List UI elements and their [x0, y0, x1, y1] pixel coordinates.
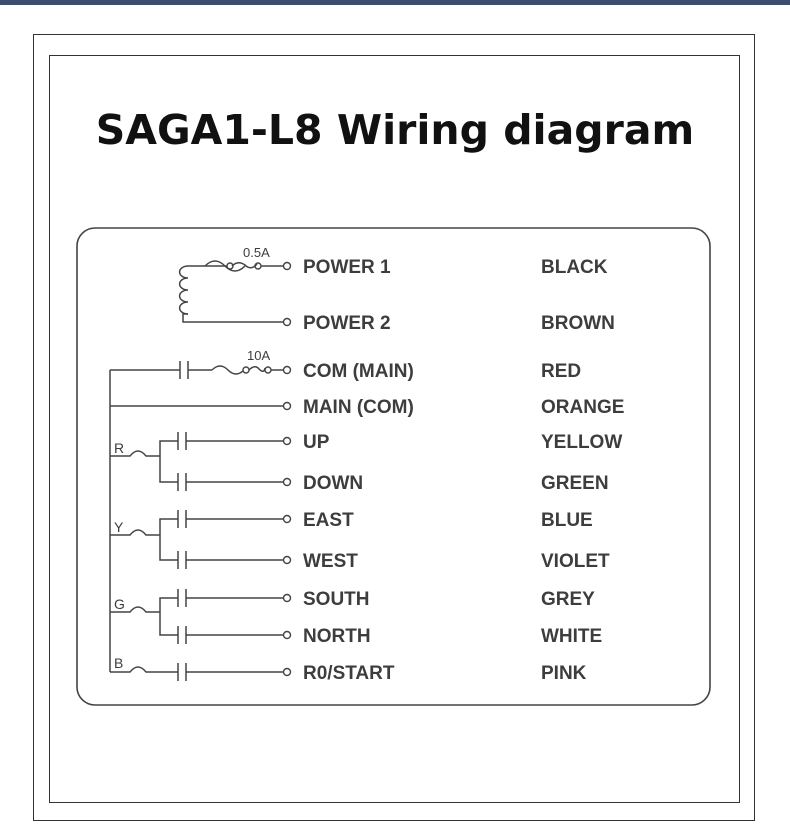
- wire-color-label: GREY: [541, 589, 595, 610]
- terminal-label: NORTH: [303, 626, 371, 647]
- terminal-label: SOUTH: [303, 589, 370, 610]
- terminal-label: WEST: [303, 551, 358, 572]
- fuse-label-main: 10A: [247, 348, 270, 363]
- wire-color-label: BLACK: [541, 257, 608, 278]
- fuse-symbol-power: [204, 260, 246, 272]
- top-rule: [0, 0, 790, 5]
- wire-color-label: RED: [541, 361, 581, 382]
- terminal-label: EAST: [303, 510, 354, 531]
- fuse-label-power: 0.5A: [243, 245, 270, 260]
- inner-frame: [49, 55, 740, 803]
- group-label-g: G: [114, 596, 125, 612]
- wire-color-label: ORANGE: [541, 397, 624, 418]
- diagram-title: SAGA1-L8 Wiring diagram: [95, 106, 695, 154]
- wire-color-label: BROWN: [541, 313, 615, 334]
- wire-color-label: VIOLET: [541, 551, 610, 572]
- group-b-switch: [110, 663, 283, 681]
- group-r-switch: [110, 432, 283, 491]
- terminal-label: POWER 2: [303, 313, 391, 334]
- terminal-points: [282, 261, 292, 677]
- terminal-label: R0/START: [303, 663, 395, 684]
- group-label-r: R: [114, 440, 124, 456]
- terminal-label: UP: [303, 432, 330, 453]
- group-y-switch: [110, 510, 283, 569]
- wire-color-label: YELLOW: [541, 432, 622, 453]
- group-label-b: B: [114, 655, 123, 671]
- terminal-label: COM (MAIN): [303, 361, 414, 382]
- group-g-switch: [110, 589, 283, 644]
- wire-color-label: PINK: [541, 663, 587, 684]
- outer-frame: [33, 34, 755, 821]
- wire-color-label: GREEN: [541, 473, 609, 494]
- group-label-y: Y: [114, 519, 124, 535]
- terminal-label: MAIN (COM): [303, 397, 414, 418]
- com-main-line: [110, 361, 283, 379]
- terminal-label: POWER 1: [303, 257, 391, 278]
- wire-color-label: BLUE: [541, 510, 593, 531]
- power-coil: [178, 260, 283, 323]
- wire-color-label: WHITE: [541, 626, 602, 647]
- terminal-label: DOWN: [303, 473, 363, 494]
- diagram-panel: [76, 227, 711, 706]
